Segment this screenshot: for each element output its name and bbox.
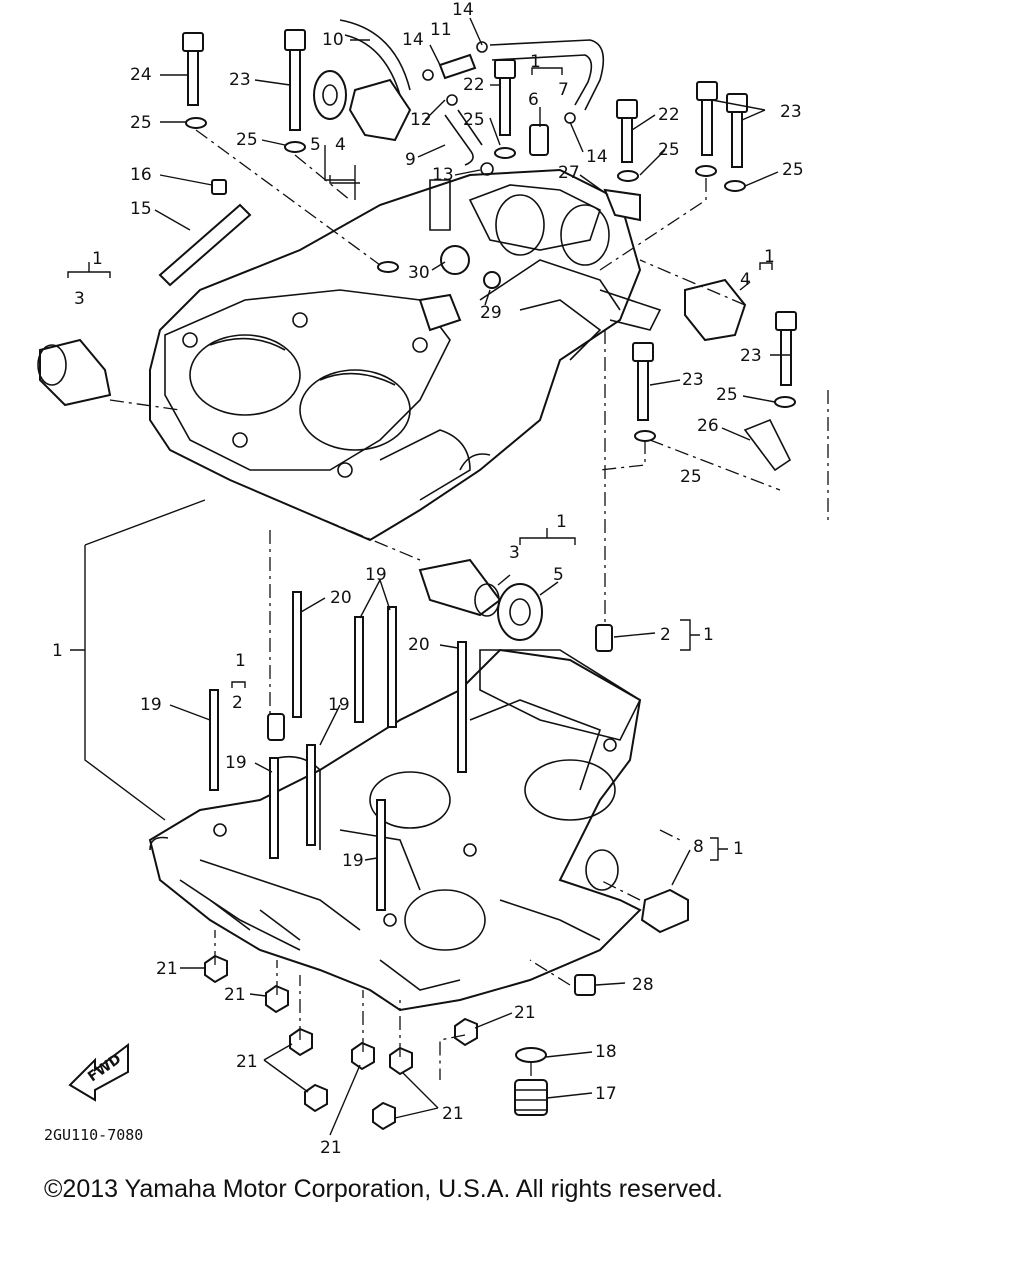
lower-crankcase <box>148 648 642 1012</box>
callout-22: 22 <box>463 75 485 95</box>
callout-2: 2 <box>660 625 671 645</box>
callout-19: 19 <box>225 753 247 773</box>
callout-24: 24 <box>130 65 152 85</box>
callout-25: 25 <box>680 467 702 487</box>
crankcase-exploded-diagram: 24 25 23 25 5 4 16 15 10 14 11 14 22 12 … <box>37 0 829 1158</box>
callout-1: 1 <box>733 839 744 859</box>
callout-9: 9 <box>405 150 416 170</box>
callout-16: 16 <box>130 165 152 185</box>
callout-labels: 24 25 23 25 5 4 16 15 10 14 11 14 22 12 … <box>52 0 804 1158</box>
upper-crankcase <box>149 168 662 542</box>
callout-1: 1 <box>764 247 775 267</box>
callout-7: 7 <box>558 80 569 100</box>
callout-25: 25 <box>130 113 152 133</box>
callout-8: 8 <box>693 837 704 857</box>
callout-25: 25 <box>463 110 485 130</box>
callout-3: 3 <box>74 289 85 309</box>
callout-1: 1 <box>530 52 541 72</box>
callout-14: 14 <box>586 147 608 167</box>
callout-30: 30 <box>408 263 430 283</box>
callout-21: 21 <box>156 959 178 979</box>
callout-1: 1 <box>556 512 567 532</box>
copyright-notice: ©2013 Yamaha Motor Corporation, U.S.A. A… <box>44 1175 723 1203</box>
callout-11: 11 <box>430 20 452 40</box>
callout-20: 20 <box>408 635 430 655</box>
callout-1: 1 <box>92 249 103 269</box>
callout-21: 21 <box>514 1003 536 1023</box>
callout-4: 4 <box>740 270 751 290</box>
diagram-code: 2GU110-7080 <box>44 1126 143 1144</box>
callout-5: 5 <box>310 135 321 155</box>
callout-1: 1 <box>703 625 714 645</box>
callout-20: 20 <box>330 588 352 608</box>
callout-23: 23 <box>780 102 802 122</box>
callout-14: 14 <box>452 0 474 20</box>
hardware-parts <box>37 19 797 1131</box>
callout-1: 1 <box>52 641 63 661</box>
callout-1: 1 <box>235 651 246 671</box>
callout-12: 12 <box>410 110 432 130</box>
callout-25: 25 <box>782 160 804 180</box>
callout-19: 19 <box>365 565 387 585</box>
callout-3: 3 <box>509 543 520 563</box>
callout-15: 15 <box>130 199 152 219</box>
callout-26: 26 <box>697 416 719 436</box>
callout-21: 21 <box>320 1138 342 1158</box>
callout-21: 21 <box>224 985 246 1005</box>
callout-27: 27 <box>558 163 580 183</box>
callout-25: 25 <box>716 385 738 405</box>
callout-25: 25 <box>236 130 258 150</box>
callout-18: 18 <box>595 1042 617 1062</box>
callout-22: 22 <box>658 105 680 125</box>
callout-21: 21 <box>236 1052 258 1072</box>
callout-2: 2 <box>232 693 243 713</box>
callout-28: 28 <box>632 975 654 995</box>
callout-25: 25 <box>658 140 680 160</box>
callout-23: 23 <box>740 346 762 366</box>
callout-17: 17 <box>595 1084 617 1104</box>
callout-19: 19 <box>342 851 364 871</box>
fwd-arrow-icon: FWD <box>68 1042 129 1102</box>
callout-4: 4 <box>335 135 346 155</box>
leader-lines <box>67 17 829 1136</box>
callout-23: 23 <box>229 70 251 90</box>
callout-19: 19 <box>328 695 350 715</box>
callout-19: 19 <box>140 695 162 715</box>
callout-10: 10 <box>322 30 344 50</box>
callout-5: 5 <box>553 565 564 585</box>
callout-21: 21 <box>442 1104 464 1124</box>
callout-29: 29 <box>480 303 502 323</box>
callout-6: 6 <box>528 90 539 110</box>
callout-14: 14 <box>402 30 424 50</box>
callout-23: 23 <box>682 370 704 390</box>
callout-13: 13 <box>432 165 454 185</box>
